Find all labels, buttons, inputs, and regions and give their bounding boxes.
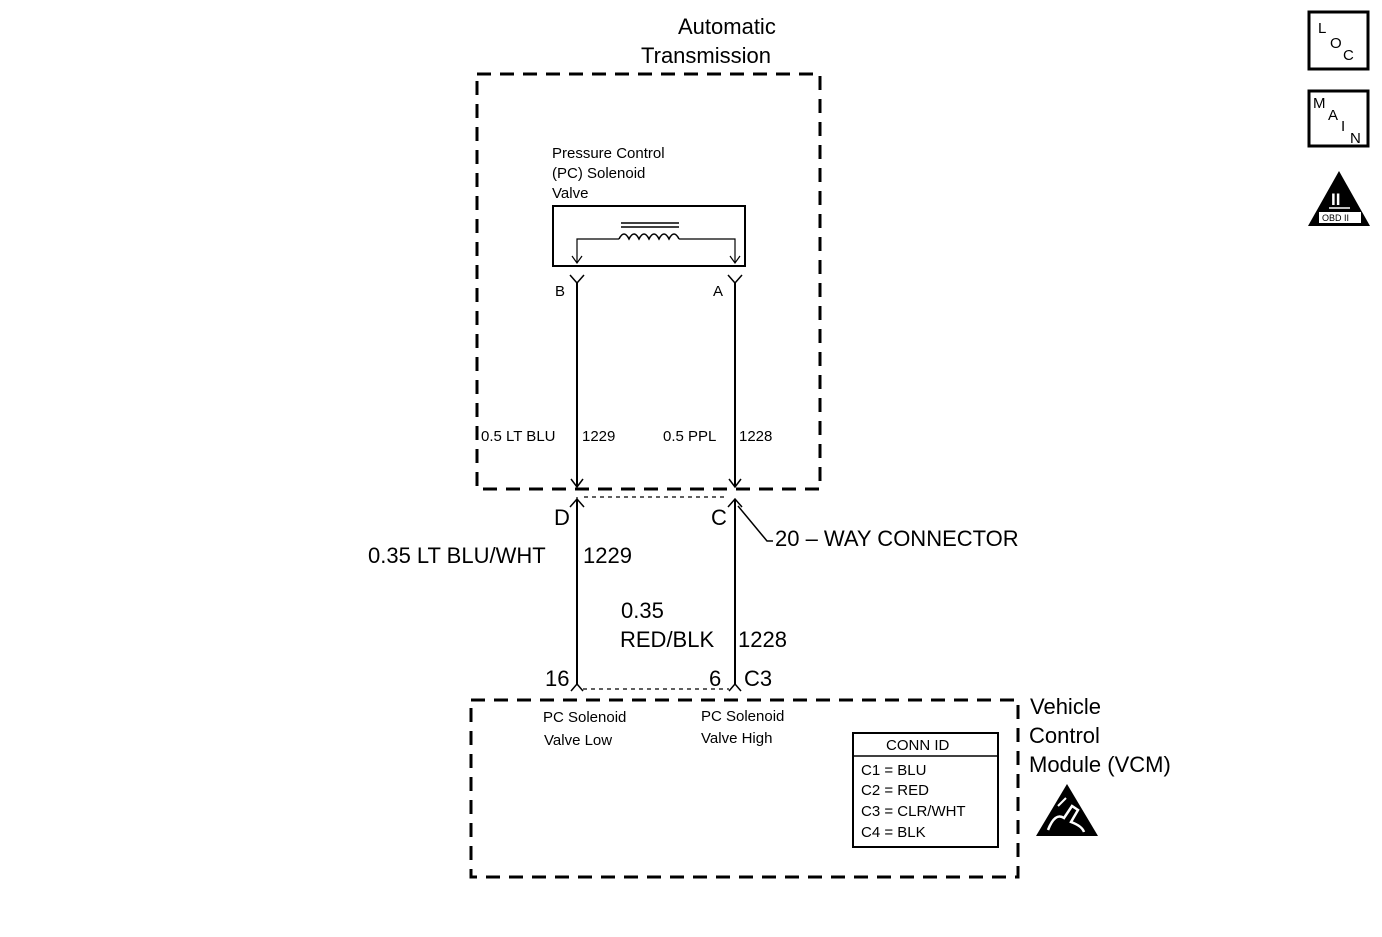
terminal-a: A <box>713 283 723 300</box>
vcm-connector-c3 <box>570 682 742 692</box>
lower-left-wire-circuit: 1229 <box>583 543 632 568</box>
solenoid-label-line1: Pressure Control <box>552 145 665 162</box>
pin16-label-line2: Valve Low <box>544 732 612 749</box>
loc-letter-o: O <box>1330 35 1342 52</box>
main-letter-m: M <box>1313 95 1326 112</box>
connector-pin-c: C <box>711 505 727 530</box>
vcm-title-line1: Vehicle <box>1030 694 1101 719</box>
loc-letter-c: C <box>1343 47 1354 64</box>
loc-letter-l: L <box>1318 20 1326 37</box>
esd-warning-icon <box>1036 784 1098 836</box>
main-icon[interactable]: M A I N <box>1307 89 1370 148</box>
solenoid-label-line3: Valve <box>552 185 588 202</box>
conn-id-header: CONN ID <box>886 737 950 754</box>
transmission-title-line1: Automatic <box>678 14 776 39</box>
obd-label: OBD II <box>1322 213 1349 223</box>
lower-right-wire-gauge: 0.35 <box>621 598 664 623</box>
conn-id-row: C2 = RED <box>861 782 929 799</box>
connector-pin-d: D <box>554 505 570 530</box>
conn-id-row: C3 = CLR/WHT <box>861 803 966 820</box>
transmission-boundary <box>475 72 822 491</box>
vcm-boundary <box>469 698 1020 879</box>
lower-right-wire-color: RED/BLK <box>620 627 714 652</box>
conn-id-table: CONN ID C1 = BLU C2 = RED C3 = CLR/WHT C… <box>852 732 999 848</box>
lower-right-wire-circuit: 1228 <box>738 627 787 652</box>
upper-left-wire-color: 0.5 LT BLU <box>481 428 556 445</box>
transmission-title-line2: Transmission <box>641 43 771 68</box>
pin16-label-line1: PC Solenoid <box>543 709 626 726</box>
pin6-label-line2: Valve High <box>701 730 772 747</box>
vcm-connector-id: C3 <box>744 666 772 691</box>
obd-ii-icon[interactable]: II OBD II <box>1308 171 1370 226</box>
upper-left-wire-circuit: 1229 <box>582 428 615 445</box>
loc-icon[interactable]: L O C <box>1307 10 1370 71</box>
conn-id-row: C1 = BLU <box>861 762 926 779</box>
vcm-title-line3: Module (VCM) <box>1029 752 1171 777</box>
main-letter-a: A <box>1328 107 1338 124</box>
solenoid-label-line2: (PC) Solenoid <box>552 165 645 182</box>
connector-label: 20 – WAY CONNECTOR <box>775 526 1019 551</box>
terminal-b: B <box>555 283 565 300</box>
vcm-title-line2: Control <box>1029 723 1100 748</box>
lower-left-wire-color: 0.35 LT BLU/WHT <box>368 543 546 568</box>
solenoid-valve <box>552 205 746 267</box>
pin6-label-line1: PC Solenoid <box>701 708 784 725</box>
connector-leader <box>737 505 773 542</box>
obd-numeral: II <box>1331 190 1340 209</box>
vcm-pin-16: 16 <box>545 666 569 691</box>
upper-right-wire-color: 0.5 PPL <box>663 428 716 445</box>
vcm-pin-6: 6 <box>709 666 721 691</box>
20-way-connector <box>569 496 743 508</box>
upper-right-wire-circuit: 1228 <box>739 428 772 445</box>
main-letter-i: I <box>1341 118 1345 135</box>
conn-id-row: C4 = BLK <box>861 824 926 841</box>
main-letter-n: N <box>1350 130 1361 147</box>
coil-icon <box>618 233 680 241</box>
